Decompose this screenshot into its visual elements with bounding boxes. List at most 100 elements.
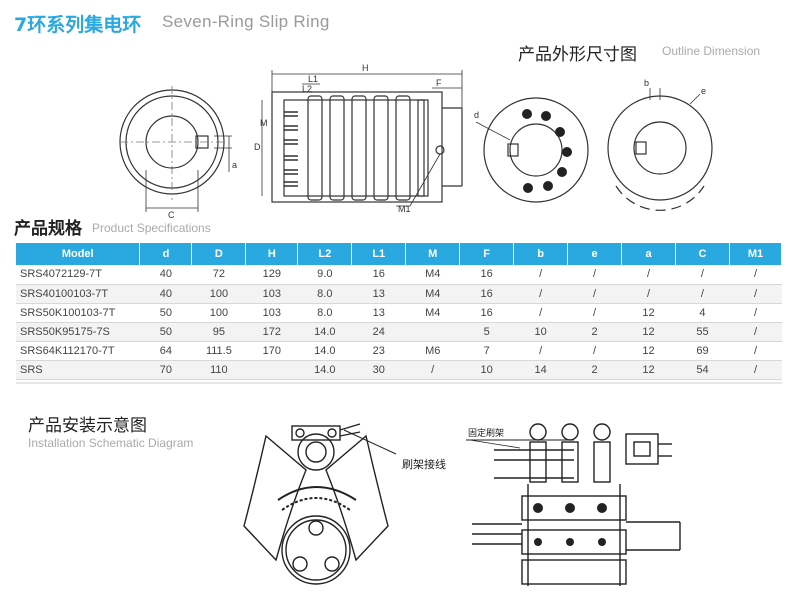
dim-F: F xyxy=(436,78,442,88)
table-cell: 14.0 xyxy=(297,341,352,361)
table-cell: / xyxy=(675,284,730,304)
table-cell: 12 xyxy=(621,360,676,380)
table-cell: 40 xyxy=(139,284,192,304)
table-cell: / xyxy=(729,265,782,285)
table-cell: / xyxy=(621,284,676,304)
table-cell: SRS xyxy=(16,360,140,380)
outline-title: 产品外形尺寸图 xyxy=(518,45,637,65)
right-assembly xyxy=(466,423,681,586)
table-cell: / xyxy=(675,265,730,285)
table-cell: / xyxy=(729,284,782,304)
col-d: d xyxy=(139,243,193,265)
col-model: Model xyxy=(16,243,141,265)
table-cell: 103 xyxy=(245,284,298,304)
table-cell: 129 xyxy=(245,265,298,285)
table-cell: 23 xyxy=(351,341,406,361)
dim-e: e xyxy=(701,86,706,96)
table-cell: 50 xyxy=(139,322,192,342)
table-cell: 12 xyxy=(621,341,676,361)
table-cell: 14 xyxy=(513,360,568,380)
col-F: F xyxy=(459,243,515,265)
table-cell: 12 xyxy=(621,303,676,323)
table-cell: / xyxy=(513,284,568,304)
install-title: 产品安装示意图 xyxy=(28,416,147,436)
specs-title-en: Product Specifications xyxy=(92,221,211,235)
table-cell: 50 xyxy=(139,303,192,323)
table-row: SRS50K95175-7S 50 95 172 14.0 24 5 10 2 … xyxy=(16,322,782,342)
table-cell: 9.0 xyxy=(297,265,352,285)
col-C: C xyxy=(675,243,730,265)
table-cell: 172 xyxy=(245,322,298,342)
table-cell: / xyxy=(513,303,568,323)
table-cell xyxy=(405,322,460,342)
table-cell: 7 xyxy=(459,341,514,361)
page-title: 7环系列集电环 xyxy=(14,14,142,36)
table-cell: / xyxy=(567,303,622,323)
label-brush-wiring: 刷架接线 xyxy=(402,457,446,471)
right-assembly-screws xyxy=(533,503,607,546)
table-cell: SRS50K100103-7T xyxy=(16,303,140,323)
table-cell: 13 xyxy=(351,284,406,304)
table-cell: 24 xyxy=(351,322,406,342)
dim-b: b xyxy=(644,78,649,88)
table-cell: 69 xyxy=(675,341,730,361)
table-row: SRS4072129-7T 40 72 129 9.0 16 M4 16 / /… xyxy=(16,265,782,285)
col-b: b xyxy=(513,243,569,265)
left-assembly xyxy=(243,423,397,585)
table-cell: 8.0 xyxy=(297,284,352,304)
col-D: D xyxy=(191,243,247,265)
table-cell: 111.5 xyxy=(191,341,246,361)
dim-M1: M1 xyxy=(398,204,411,214)
table-cell: 14.0 xyxy=(297,322,352,342)
table-cell: 54 xyxy=(675,360,730,380)
table-cell: 12 xyxy=(621,322,676,342)
table-cell: SRS64K112170-7T xyxy=(16,341,140,361)
table-cell: 72 xyxy=(191,265,246,285)
table-row: SRS40100103-7T 40 100 103 8.0 13 M4 16 /… xyxy=(16,284,782,304)
install-drawing: 刷架接线 固定刷架 xyxy=(243,423,681,586)
table-cell: 64 xyxy=(139,341,192,361)
dim-L2: L2 xyxy=(302,84,312,94)
outline-title-en: Outline Dimension xyxy=(662,44,761,58)
col-L2: L2 xyxy=(297,243,353,265)
table-cell: M4 xyxy=(405,265,460,285)
col-M: M xyxy=(405,243,461,265)
table-cell: 16 xyxy=(459,265,514,285)
table-cell: 16 xyxy=(351,265,406,285)
table-cell: 100 xyxy=(191,284,246,304)
brush-end-view xyxy=(475,97,589,203)
table-cell: 13 xyxy=(351,303,406,323)
table-cell: 2 xyxy=(567,322,622,342)
table-cell: 2 xyxy=(567,360,622,380)
right-end-view xyxy=(607,88,713,211)
table-cell: 110 xyxy=(191,360,246,380)
table-cell: 10 xyxy=(459,360,514,380)
specs-title: 产品规格 xyxy=(14,219,82,239)
table-cell: 14.0 xyxy=(297,360,352,380)
dim-C: C xyxy=(168,210,175,220)
dim-L1: L1 xyxy=(308,74,318,84)
table-cell xyxy=(245,360,298,380)
table-cell: 95 xyxy=(191,322,246,342)
install-title-en: Installation Schematic Diagram xyxy=(28,436,194,450)
dim-H: H xyxy=(362,63,369,73)
table-cell: 4 xyxy=(675,303,730,323)
table-cell: M6 xyxy=(405,341,460,361)
table-cell: 40 xyxy=(139,265,192,285)
table-cell: 30 xyxy=(351,360,406,380)
spec-header-row: Model d D H L2 L1 M F b e a C M1 xyxy=(16,243,783,265)
left-end-view xyxy=(119,86,232,212)
table-cell: / xyxy=(405,360,460,380)
table-cell: 10 xyxy=(513,322,568,342)
col-M1: M1 xyxy=(729,243,783,265)
col-a: a xyxy=(621,243,676,265)
table-row: SRS 70 110 14.0 30 / 10 14 2 12 54 / xyxy=(16,360,782,380)
label-fixed-brush: 固定刷架 xyxy=(468,427,504,439)
table-cell: / xyxy=(621,265,676,285)
table-cell: 16 xyxy=(459,284,514,304)
table-cell: 100 xyxy=(191,303,246,323)
table-cell: M4 xyxy=(405,284,460,304)
table-row: SRS50K100103-7T 50 100 103 8.0 13 M4 16 … xyxy=(16,303,782,323)
col-e: e xyxy=(567,243,623,265)
table-cell: 8.0 xyxy=(297,303,352,323)
